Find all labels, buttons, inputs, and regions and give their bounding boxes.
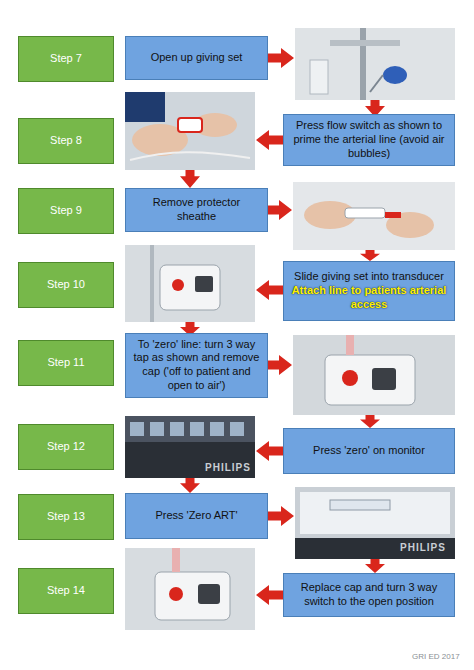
- flow-arrow: [268, 506, 294, 526]
- step-box: Step 10: [18, 262, 114, 308]
- step-box: Step 13: [18, 494, 114, 540]
- photo: [125, 92, 255, 170]
- highlight-text: Attach line to patients arterial access: [290, 284, 448, 312]
- box-text: Press flow switch as shown to prime the …: [290, 119, 448, 160]
- box-text: Step 7: [50, 52, 82, 66]
- instruction-box: Slide giving set into transducerAttach l…: [283, 261, 455, 321]
- step-box: Step 11: [18, 340, 114, 386]
- box-text: Step 11: [47, 356, 84, 370]
- box-text: Press 'zero' on monitor: [313, 444, 425, 458]
- step-box: Step 14: [18, 568, 114, 614]
- photo: [125, 245, 255, 322]
- step-box: Step 7: [18, 36, 114, 82]
- photo: [125, 548, 255, 630]
- flow-arrow: [365, 559, 385, 573]
- box-text: Step 9: [50, 204, 82, 218]
- box-text: Step 14: [47, 584, 85, 598]
- step-box: Step 9: [18, 188, 114, 234]
- flow-arrow: [268, 48, 294, 68]
- instruction-box: Press flow switch as shown to prime the …: [283, 114, 455, 165]
- box-text: Step 10: [47, 278, 85, 292]
- instruction-box: Replace cap and turn 3 way switch to the…: [283, 573, 455, 617]
- flow-arrow: [268, 355, 292, 375]
- instruction-box: Open up giving set: [125, 36, 268, 80]
- instruction-box: Press 'zero' on monitor: [283, 428, 455, 474]
- flow-arrow: [180, 170, 200, 188]
- box-text: Step 13: [47, 510, 85, 524]
- photo: [295, 28, 455, 100]
- box-text: Remove protector sheathe: [132, 196, 261, 224]
- flow-arrow: [360, 250, 380, 261]
- photo: [295, 487, 455, 559]
- instruction-box: Press 'Zero ART': [125, 493, 268, 539]
- box-text: Press 'Zero ART': [155, 509, 237, 523]
- instruction-box: To 'zero' line: turn 3 way tap as shown …: [125, 333, 268, 398]
- flow-arrow: [180, 478, 200, 493]
- flow-arrow: [256, 441, 283, 461]
- flow-arrow: [256, 585, 283, 605]
- photo: [293, 335, 455, 415]
- step-box: Step 12: [18, 424, 114, 470]
- box-text: Step 8: [50, 134, 82, 148]
- photo: [125, 416, 255, 478]
- box-text: Open up giving set: [151, 51, 243, 65]
- brand-label: PHILIPS: [205, 462, 251, 473]
- footer-credit: GRI ED 2017: [412, 652, 460, 661]
- flow-arrow: [256, 130, 283, 150]
- box-text: Replace cap and turn 3 way switch to the…: [290, 581, 448, 609]
- flow-arrow: [256, 280, 283, 300]
- brand-label: PHILIPS: [400, 542, 446, 553]
- photo: [293, 182, 455, 250]
- box-text: Step 12: [47, 440, 85, 454]
- box-text: To 'zero' line: turn 3 way tap as shown …: [132, 338, 261, 393]
- instruction-box: Remove protector sheathe: [125, 188, 268, 232]
- flow-arrow: [268, 200, 292, 220]
- step-box: Step 8: [18, 118, 114, 164]
- flow-arrow: [360, 415, 380, 428]
- box-text: Slide giving set into transducer: [294, 270, 444, 284]
